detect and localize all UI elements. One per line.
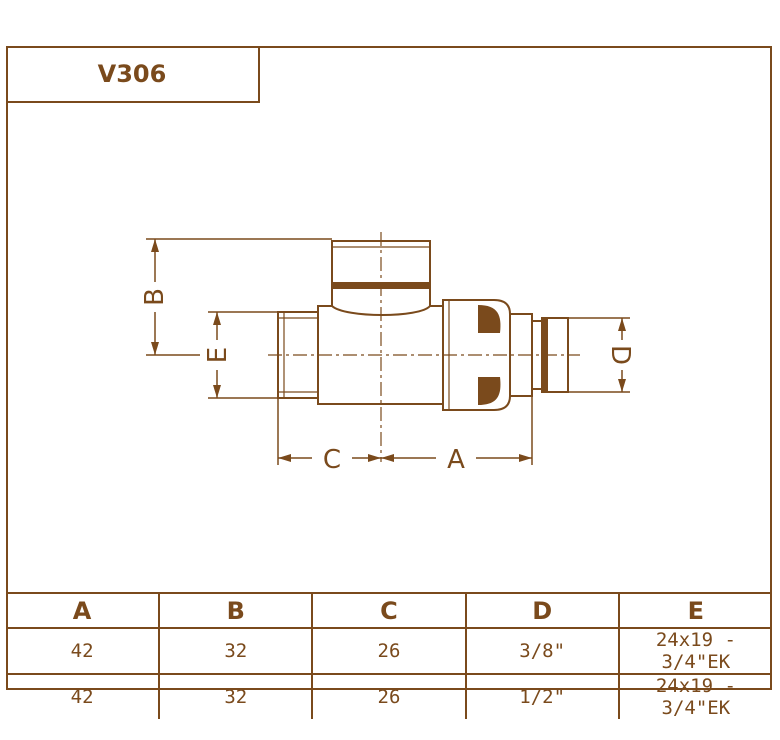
cell-b: 32 xyxy=(158,673,314,719)
model-title: V306 xyxy=(97,59,167,88)
valve-outline xyxy=(277,240,569,411)
cell-c: 26 xyxy=(311,627,467,675)
header-a: A xyxy=(6,592,161,629)
header-e: E xyxy=(617,592,772,629)
dim-label-e: E xyxy=(203,347,233,363)
cell-a: 42 xyxy=(6,673,161,719)
header-c: C xyxy=(311,592,467,629)
cell-b: 32 xyxy=(158,627,314,675)
title-box: V306 xyxy=(6,46,260,103)
cell-c: 26 xyxy=(311,673,467,719)
header-d: D xyxy=(464,592,620,629)
cell-e: 24x19 - 3/4"EK xyxy=(617,627,772,675)
dim-label-b: B xyxy=(140,288,170,306)
cell-a: 42 xyxy=(6,627,161,675)
header-b: B xyxy=(158,592,314,629)
dim-label-a: A xyxy=(447,445,465,475)
cell-e: 24x19 - 3/4"EK xyxy=(617,673,772,719)
center-lines xyxy=(268,232,580,462)
dim-label-c: C xyxy=(323,445,341,475)
dimension-table: A B C D E 42 32 26 3/8" 24x19 - 3/4"EK 4… xyxy=(6,592,772,719)
cell-d: 1/2" xyxy=(464,673,620,719)
dim-label-d: D xyxy=(605,345,635,365)
table-row: 42 32 26 1/2" 24x19 - 3/4"EK xyxy=(6,673,772,719)
cell-d: 3/8" xyxy=(464,627,620,675)
table-row: 42 32 26 3/8" 24x19 - 3/4"EK xyxy=(6,627,772,675)
table-header-row: A B C D E xyxy=(6,592,772,629)
